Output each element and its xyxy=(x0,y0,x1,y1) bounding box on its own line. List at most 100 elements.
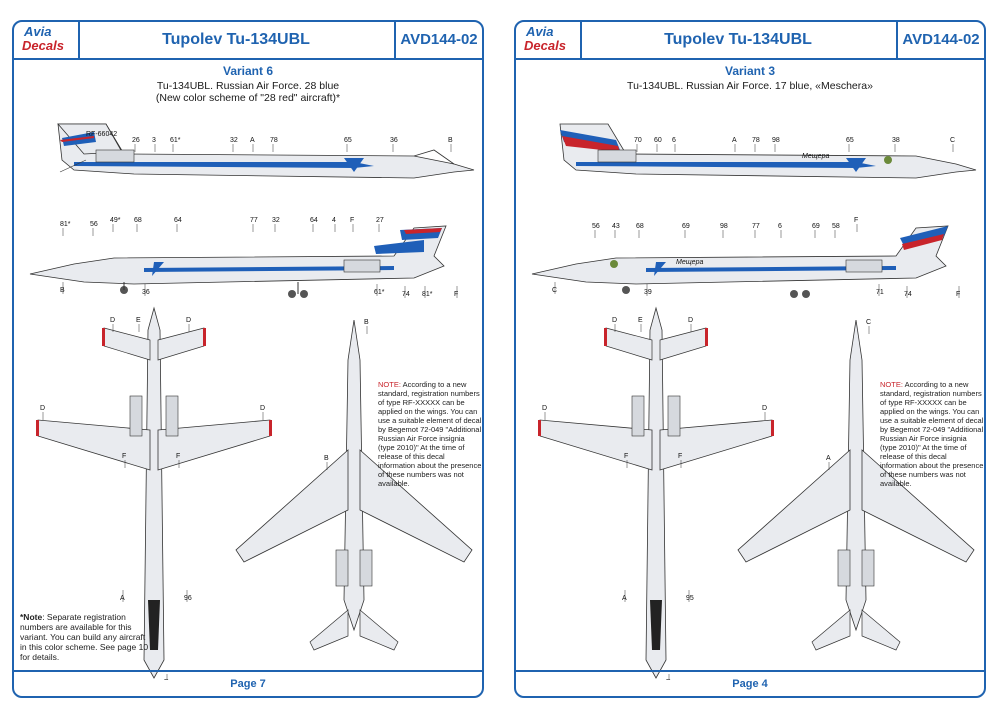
avia-decals-logo: Avia Decals xyxy=(516,22,582,58)
callout-label: D xyxy=(542,405,547,412)
callout-label: E xyxy=(136,317,141,324)
callout-label: 98 xyxy=(720,223,728,230)
callout-label: A xyxy=(732,137,737,144)
variant-description: Tu-134UBL. Russian Air Force. 28 blue (N… xyxy=(14,80,482,104)
avia-decals-logo: Avia Decals xyxy=(14,22,80,58)
underside-view xyxy=(538,306,774,679)
callout-label: F xyxy=(176,453,180,460)
footnote-body: : Separate registration numbers are avai… xyxy=(20,612,149,662)
top-view xyxy=(235,319,473,651)
callout-label: D xyxy=(612,317,617,324)
page-title: Tupolev Tu-134UBL xyxy=(664,31,812,48)
callout-label: B xyxy=(60,287,65,294)
variant-title: Variant 3 xyxy=(724,64,776,78)
callout-label: 27 xyxy=(376,217,384,224)
callout-label: A xyxy=(826,455,831,462)
callouts-lower: 56436869987766958FC397174FE xyxy=(552,217,960,298)
description-line-2: (New color scheme of "28 red" aircraft)* xyxy=(155,92,341,104)
callouts-plan: DEDDDFFA95DCA xyxy=(542,317,871,680)
callout-label: 64 xyxy=(174,217,182,224)
logo-word-decals: Decals xyxy=(524,38,566,53)
plan-views: DEDDDFFA95DCA xyxy=(538,306,975,680)
description-line-1: Tu-134UBL. Russian Air Force. 28 blue xyxy=(156,80,340,92)
callout-label: 58 xyxy=(832,223,840,230)
callout-label: 36 xyxy=(142,289,150,296)
callout-label: 65 xyxy=(344,137,352,144)
callout-label: F xyxy=(854,217,858,224)
callout-label: 3 xyxy=(152,137,156,144)
product-code: AVD144-02 xyxy=(394,22,482,58)
note-body: According to a new standard, registratio… xyxy=(378,380,482,488)
callout-label: 98 xyxy=(772,137,780,144)
description-line-1: Tu-134UBL. Russian Air Force. 17 blue, «… xyxy=(627,80,873,92)
callout-label: 6 xyxy=(672,137,676,144)
logo-word-avia: Avia xyxy=(526,24,554,39)
wing-registration-note: NOTE: According to a new standard, regis… xyxy=(880,380,984,488)
callout-label: 77 xyxy=(250,217,258,224)
callout-label: F xyxy=(454,291,458,298)
callout-label: 95 xyxy=(686,595,694,602)
callout-label: 77 xyxy=(752,223,760,230)
product-code: AVD144-02 xyxy=(896,22,984,58)
registration-mark: RF-66042 xyxy=(86,131,117,138)
callout-label: C xyxy=(552,287,557,294)
separate-numbers-note: *Note: Separate registration numbers are… xyxy=(20,612,150,662)
callout-label: 56 xyxy=(592,223,600,230)
callout-label: 32 xyxy=(230,137,238,144)
logo-word-avia: Avia xyxy=(24,24,52,39)
callout-label: 56 xyxy=(90,221,98,228)
variant-description: Tu-134UBL. Russian Air Force. 17 blue, «… xyxy=(516,80,984,92)
page-title: Tupolev Tu-134UBL xyxy=(162,31,310,48)
meschera-name-upper: Мещера xyxy=(802,153,829,160)
callout-label: E xyxy=(638,317,643,324)
callout-label: 69 xyxy=(812,223,820,230)
callout-label: C xyxy=(866,319,871,326)
callout-label: 78 xyxy=(752,137,760,144)
note-body: According to a new standard, registratio… xyxy=(880,380,984,488)
callout-label: C xyxy=(950,137,955,144)
callout-label: D xyxy=(762,405,767,412)
page-footer: Page 4 xyxy=(516,670,984,696)
callout-label: F xyxy=(678,453,682,460)
variant-title: Variant 6 xyxy=(222,64,274,78)
side-view-right xyxy=(531,225,949,298)
callout-label: B xyxy=(364,319,369,326)
page-footer: Page 7 xyxy=(14,670,482,696)
side-view-left xyxy=(559,123,977,179)
callout-label: 81* xyxy=(60,221,71,228)
callout-label: A xyxy=(622,595,627,602)
callout-label: D xyxy=(110,317,115,324)
callout-label: D xyxy=(40,405,45,412)
callout-label: F xyxy=(624,453,628,460)
callout-label: D xyxy=(688,317,693,324)
callout-label: D xyxy=(666,679,671,680)
callout-label: 71 xyxy=(876,289,884,296)
callout-label: 70 xyxy=(634,137,642,144)
callout-label: F xyxy=(350,217,354,224)
callout-label: 60 xyxy=(654,137,662,144)
callout-label: 74 xyxy=(904,291,912,298)
callout-label: 49* xyxy=(110,217,121,224)
callout-label: B xyxy=(448,137,453,144)
callout-label: 69 xyxy=(682,223,690,230)
callout-label: 39 xyxy=(644,289,652,296)
footnote-title: *Note xyxy=(20,612,43,622)
page-header: Avia Decals Tupolev Tu-134UBL AVD144-02 xyxy=(14,22,482,60)
callout-label: 74 xyxy=(402,291,410,298)
callout-label: 68 xyxy=(636,223,644,230)
decal-page-left: Avia Decals Tupolev Tu-134UBL AVD144-02 … xyxy=(12,20,484,698)
callout-label: D xyxy=(260,405,265,412)
top-view xyxy=(737,319,975,651)
page-header: Avia Decals Tupolev Tu-134UBL AVD144-02 xyxy=(516,22,984,60)
callout-label: F xyxy=(122,453,126,460)
callout-label: B xyxy=(324,455,329,462)
callout-label: 61* xyxy=(170,137,181,144)
callouts-plan: DEDDDFFA96DBB xyxy=(40,317,369,680)
callout-label: A xyxy=(120,595,125,602)
callout-label: 38 xyxy=(892,137,900,144)
callout-label: 81* xyxy=(422,291,433,298)
